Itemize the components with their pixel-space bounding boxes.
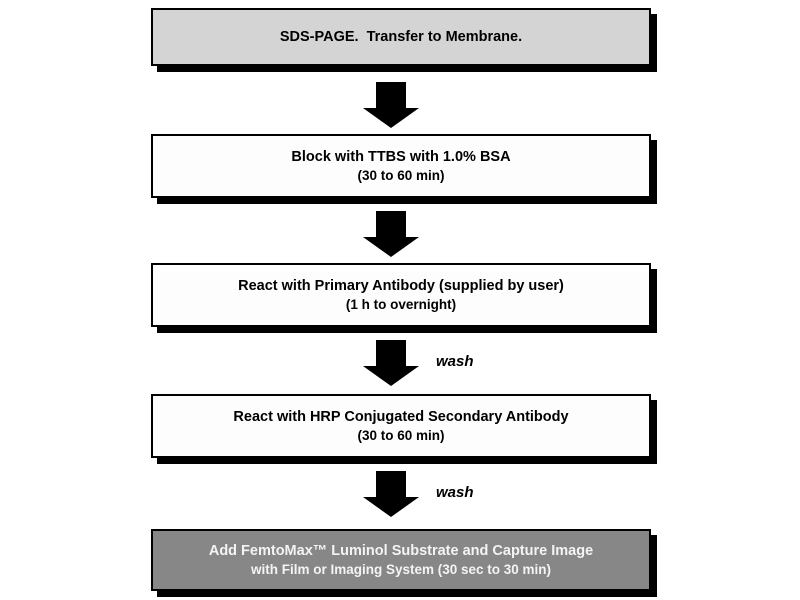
wash-step-label: wash xyxy=(436,353,474,370)
flow-step-block: Block with TTBS with 1.0% BSA (30 to 60 … xyxy=(151,134,651,198)
flow-step-label-continued: with Film or Imaging System (30 sec to 3… xyxy=(250,561,552,577)
down-arrow-icon xyxy=(363,82,419,128)
flow-step-duration: (30 to 60 min) xyxy=(357,427,445,443)
flow-step-label: Add FemtoMax™ Luminol Substrate and Capt… xyxy=(208,542,594,559)
flow-step-label: Block with TTBS with 1.0% BSA xyxy=(291,148,511,165)
flow-step-duration: (30 to 60 min) xyxy=(357,167,445,183)
flow-step-duration: (1 h to overnight) xyxy=(345,296,457,312)
flow-step-label: SDS-PAGE. Transfer to Membrane. xyxy=(279,28,523,45)
wash-step-label: wash xyxy=(436,484,474,501)
down-arrow-icon xyxy=(363,211,419,257)
flow-step-substrate-capture: Add FemtoMax™ Luminol Substrate and Capt… xyxy=(151,529,651,591)
flow-step-sds-page: SDS-PAGE. Transfer to Membrane. xyxy=(151,8,651,66)
down-arrow-icon xyxy=(363,471,419,517)
flow-step-secondary-antibody: React with HRP Conjugated Secondary Anti… xyxy=(151,394,651,458)
flow-step-primary-antibody: React with Primary Antibody (supplied by… xyxy=(151,263,651,327)
flow-step-label: React with Primary Antibody (supplied by… xyxy=(238,277,564,294)
down-arrow-icon xyxy=(363,340,419,386)
flow-step-label: React with HRP Conjugated Secondary Anti… xyxy=(233,408,569,425)
